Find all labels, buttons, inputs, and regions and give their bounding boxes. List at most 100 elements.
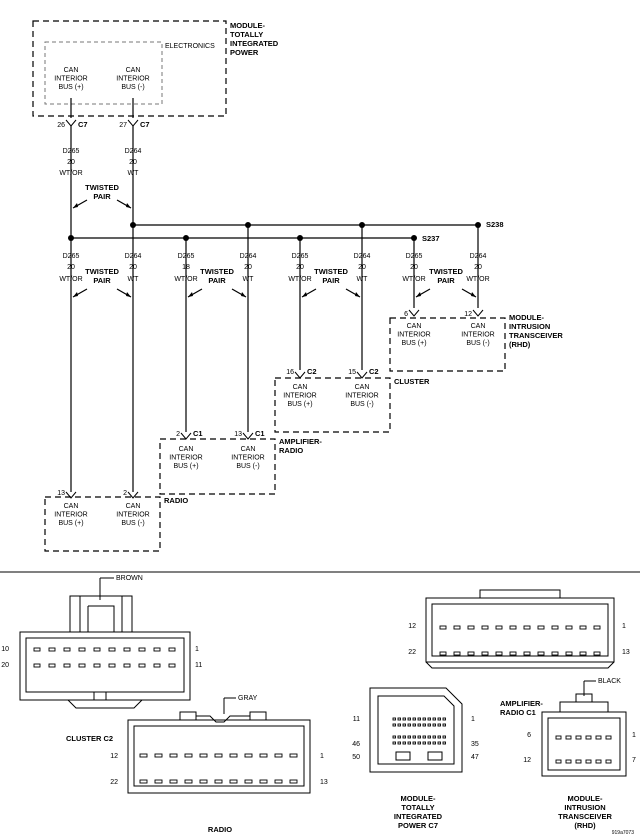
pin-cavity [427,717,431,721]
wire-gauge: 20 [129,159,137,166]
pin-cavity [93,647,101,652]
pin-cavity [453,651,461,656]
pin-number: 1 [632,732,636,739]
pin-cavity [259,753,268,758]
pin-cavity [169,753,178,758]
pin-cavity [289,779,298,784]
pin-cavity [595,759,602,764]
pin-cavity [551,651,559,656]
pin-cavity [453,625,461,630]
pin-cavity [33,663,41,668]
cluster-color-label: BROWN [116,575,143,582]
pin-cavity [417,735,421,739]
wire-label-d264: D264 [125,148,142,155]
pin-cavity [442,741,446,745]
wire-gauge: 20 [296,264,304,271]
pin-cavity [437,717,441,721]
pin-cavity [417,723,421,727]
pin-cavity [437,735,441,739]
pin-cavity [595,735,602,740]
splice-s238: S238 [486,220,504,229]
pin-cavity [412,723,416,727]
pin-cavity [575,759,582,764]
cluster-c2-connector: BROWN 10 1 20 11 CLUSTER C2 [1,575,202,743]
wire-label-d265: D265 [63,148,80,155]
pin-number: 1 [471,716,475,723]
pin-cavity [139,779,148,784]
pin-cavity [481,625,489,630]
pin-number: 2 [123,490,127,497]
pin-cavity [139,753,148,758]
pin-cavity [402,723,406,727]
pin-cavity [138,647,146,652]
figure-id: 919a7073 [612,830,634,836]
pin-cavity [555,735,562,740]
pin-cavity [392,741,396,745]
pin-cavity [417,717,421,721]
tipm-conn-neg: C7 [140,120,150,129]
wire-label-d265: D265 [178,253,195,260]
pin-number: 13 [57,490,65,497]
connector-id: C2 [369,367,379,376]
pin-cavity [48,663,56,668]
pin-cavity [397,741,401,745]
pin-cavity [244,753,253,758]
pin-cavity [184,779,193,784]
pin-cavity [154,753,163,758]
pin-cavity [63,663,71,668]
pin-number: 22 [110,779,118,786]
pin-cavity [467,651,475,656]
connector-id: C1 [255,429,265,438]
pin-cavity [138,663,146,668]
amp-color-label: BLACK [598,678,621,685]
wire-gauge: 20 [244,264,252,271]
pin-cavity [168,647,176,652]
pin-cavity [93,663,101,668]
pin-cavity [392,723,396,727]
pin-cavity [78,647,86,652]
pin-cavity [427,741,431,745]
wire-label-d265: D265 [63,253,80,260]
pin-cavity [537,651,545,656]
wire-color: WT/OR [466,276,489,283]
tipm-conn-pos: C7 [78,120,88,129]
cluster-module-label: CLUSTER [394,377,430,386]
wire-label-d264: D264 [125,253,142,260]
pin-cavity [153,663,161,668]
tipm-pin-pos: 26 [57,122,65,129]
pin-cavity [565,651,573,656]
pin-cavity [537,625,545,630]
pin-cavity [605,759,612,764]
wire-color: WT/OR [402,276,425,283]
pin-number: 50 [352,754,360,761]
radio-color-label: GRAY [238,695,258,702]
pin-number: 2 [176,431,180,438]
pin-cavity [495,625,503,630]
pin-number: 6 [527,732,531,739]
connector-id: C2 [307,367,317,376]
wire-color: WT/OR [59,276,82,283]
pin-cavity [593,625,601,630]
pin-cavity [427,723,431,727]
pin-number: 22 [408,649,416,656]
pin-cavity [412,717,416,721]
pin-number: 13 [320,779,328,786]
pin-cavity [214,753,223,758]
pin-cavity [108,647,116,652]
pin-cavity [397,735,401,739]
pin-cavity [565,735,572,740]
pin-cavity [78,663,86,668]
pin-cavity [551,625,559,630]
